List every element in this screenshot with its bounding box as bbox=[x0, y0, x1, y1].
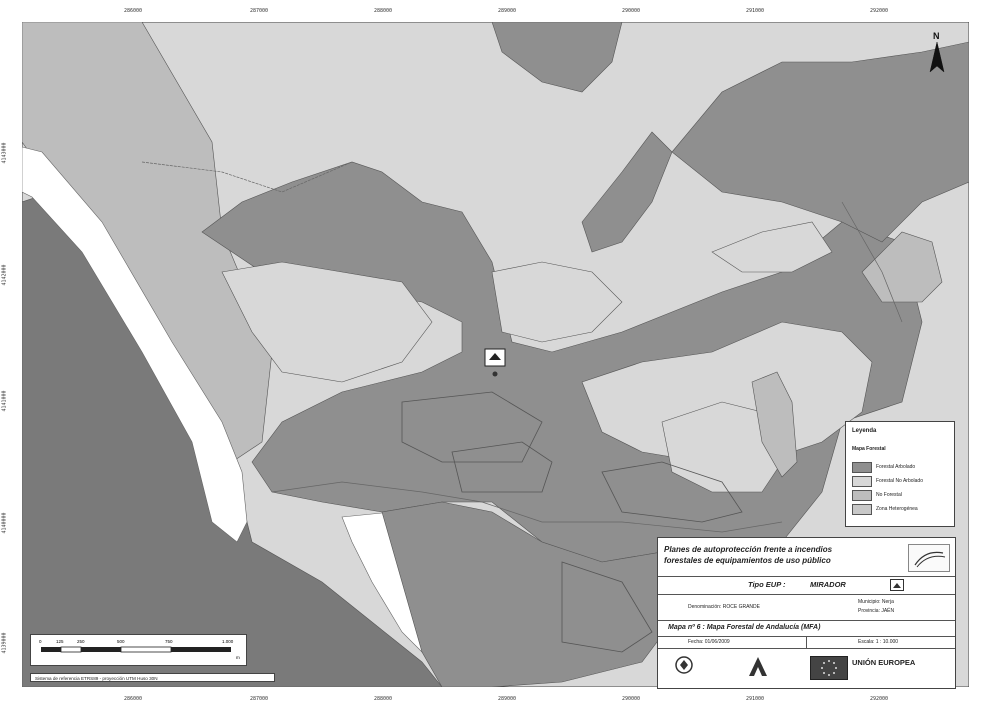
junta-andalucia-logo bbox=[744, 654, 772, 680]
legend-item-label: Forestal Arbolado bbox=[876, 464, 916, 470]
road-line bbox=[271, 481, 783, 533]
mirador-point bbox=[492, 371, 498, 377]
coordinate-system-note: Sistema de referencia ETRS89 - proyecció… bbox=[30, 673, 275, 682]
fecha-label: Fecha: bbox=[688, 639, 704, 645]
coord-tick-top: 288000 bbox=[374, 8, 393, 14]
consejeria-logo bbox=[670, 654, 698, 680]
road-line bbox=[841, 201, 903, 323]
agency-logo bbox=[908, 544, 950, 572]
legend-item: Forestal No Arbolado bbox=[852, 476, 952, 487]
coord-tick-top: 289000 bbox=[498, 8, 517, 14]
desarbolado-patch-north bbox=[711, 221, 833, 273]
provincia-row: Provincia: JAÉN bbox=[858, 608, 894, 614]
coord-tick-left: 4143000 bbox=[1, 142, 8, 164]
legend-item-label: Zona Heterogénea bbox=[876, 506, 918, 512]
title-line-2: forestales de equipamientos de uso públi… bbox=[664, 556, 831, 565]
legend-item-label: Forestal No Arbolado bbox=[876, 478, 923, 484]
denominacion-cell bbox=[658, 594, 955, 621]
forestal-arbolado-north bbox=[491, 22, 623, 93]
coord-tick-bottom: 287000 bbox=[250, 696, 269, 702]
coord-tick-left: 4141000 bbox=[1, 390, 8, 412]
fecha-value: 01/06/2009 bbox=[704, 639, 730, 645]
north-label: N bbox=[933, 31, 940, 41]
parcel-outline bbox=[401, 391, 543, 463]
road-line bbox=[141, 161, 353, 193]
legend-item: Forestal Arbolado bbox=[852, 462, 952, 473]
coord-tick-bottom: 291000 bbox=[746, 696, 765, 702]
desarbolado-patch-center bbox=[491, 261, 623, 343]
north-arrow bbox=[929, 41, 945, 73]
mirador-icon bbox=[489, 353, 501, 360]
escala-row: Escala: 1 : 10.000 bbox=[858, 639, 898, 645]
municipio-row: Municipio: Nerja bbox=[858, 599, 894, 605]
legend-swatch bbox=[852, 462, 872, 473]
scale-bar: 0 125 250 500 750 1.000 m bbox=[30, 634, 247, 666]
legend-subtitle: Mapa Forestal bbox=[852, 446, 886, 452]
desarbolado-patch-west bbox=[221, 261, 433, 383]
coord-tick-left: 4139000 bbox=[1, 632, 8, 654]
beach-strip bbox=[22, 146, 248, 543]
title-line-1: Planes de autoprotección frente a incend… bbox=[664, 545, 833, 554]
mapa-title: Mapa nº 6 : Mapa Forestal de Andalucía (… bbox=[668, 624, 821, 631]
parcel-outline bbox=[451, 441, 553, 493]
legend-item: Zona Heterogénea bbox=[852, 504, 952, 515]
denominacion-label: Denominación: bbox=[688, 604, 722, 610]
coord-tick-bottom: 288000 bbox=[374, 696, 393, 702]
coord-tick-top: 290000 bbox=[622, 8, 641, 14]
tipo-cell bbox=[658, 576, 955, 595]
coord-tick-top: 291000 bbox=[746, 8, 765, 14]
coord-tick-top: 286000 bbox=[124, 8, 143, 14]
municipio-value: Nerja bbox=[881, 599, 894, 605]
coord-tick-bottom: 286000 bbox=[124, 696, 143, 702]
forest-map[interactable]: N bbox=[22, 22, 969, 687]
parcel-outline bbox=[561, 561, 653, 653]
coord-tick-top: 287000 bbox=[250, 8, 269, 14]
no-forestal-patch-east bbox=[861, 231, 943, 303]
parcel-outline bbox=[601, 461, 743, 523]
scale-tick: 750 bbox=[165, 639, 173, 644]
legend-swatch bbox=[852, 490, 872, 501]
fecha-row: Fecha: 01/06/2009 bbox=[688, 639, 730, 645]
municipio-label: Municipio: bbox=[858, 599, 881, 605]
scale-tick: 1.000 bbox=[222, 639, 234, 644]
denominacion-row: Denominación: ROCE GRANDE bbox=[688, 604, 760, 610]
escala-label: Escala: bbox=[858, 639, 875, 645]
legend-swatch bbox=[852, 504, 872, 515]
desarbolado-patch-east bbox=[581, 321, 873, 463]
provincia-label: Provincia: bbox=[858, 608, 880, 614]
no-forestal-patch-river bbox=[751, 371, 798, 478]
mirador-icon bbox=[890, 579, 904, 591]
cell-divider bbox=[806, 636, 807, 648]
coord-tick-left: 4140000 bbox=[1, 512, 8, 534]
coord-tick-left: 4142000 bbox=[1, 264, 8, 286]
eu-flag-icon bbox=[810, 656, 848, 680]
scale-unit: m bbox=[236, 655, 240, 660]
legend-title: Leyenda bbox=[852, 428, 877, 434]
escala-value: 1 : 10.000 bbox=[875, 639, 899, 645]
legend-item: No Forestal bbox=[852, 490, 952, 501]
denominacion-value: ROCE GRANDE bbox=[722, 604, 760, 610]
coord-tick-bottom: 290000 bbox=[622, 696, 641, 702]
scale-tick: 0 bbox=[39, 639, 42, 644]
legend-box: Leyenda Mapa Forestal Forestal Arbolado … bbox=[845, 421, 955, 527]
provincia-value: JAÉN bbox=[881, 608, 895, 614]
desarbolado-patch-southeast bbox=[661, 401, 783, 493]
forestal-arbolado-strip bbox=[581, 131, 673, 253]
legend-swatch bbox=[852, 476, 872, 487]
legend-item-label: No Forestal bbox=[876, 492, 902, 498]
scale-tick: 500 bbox=[117, 639, 125, 644]
scale-tick: 125 bbox=[56, 639, 64, 644]
coord-tick-bottom: 289000 bbox=[498, 696, 517, 702]
eu-label: UNIÓN EUROPEA bbox=[852, 658, 916, 667]
tipo-value: MIRADOR bbox=[810, 580, 846, 589]
scale-tick: 250 bbox=[77, 639, 85, 644]
title-block: Planes de autoprotección frente a incend… bbox=[657, 537, 956, 689]
title-cell bbox=[658, 538, 955, 577]
tipo-label: Tipo EUP : bbox=[748, 580, 786, 589]
coord-tick-top: 292000 bbox=[870, 8, 889, 14]
forestal-arbolado-northeast bbox=[671, 41, 969, 243]
fecha-escala-cell bbox=[658, 636, 955, 649]
coord-tick-bottom: 292000 bbox=[870, 696, 889, 702]
